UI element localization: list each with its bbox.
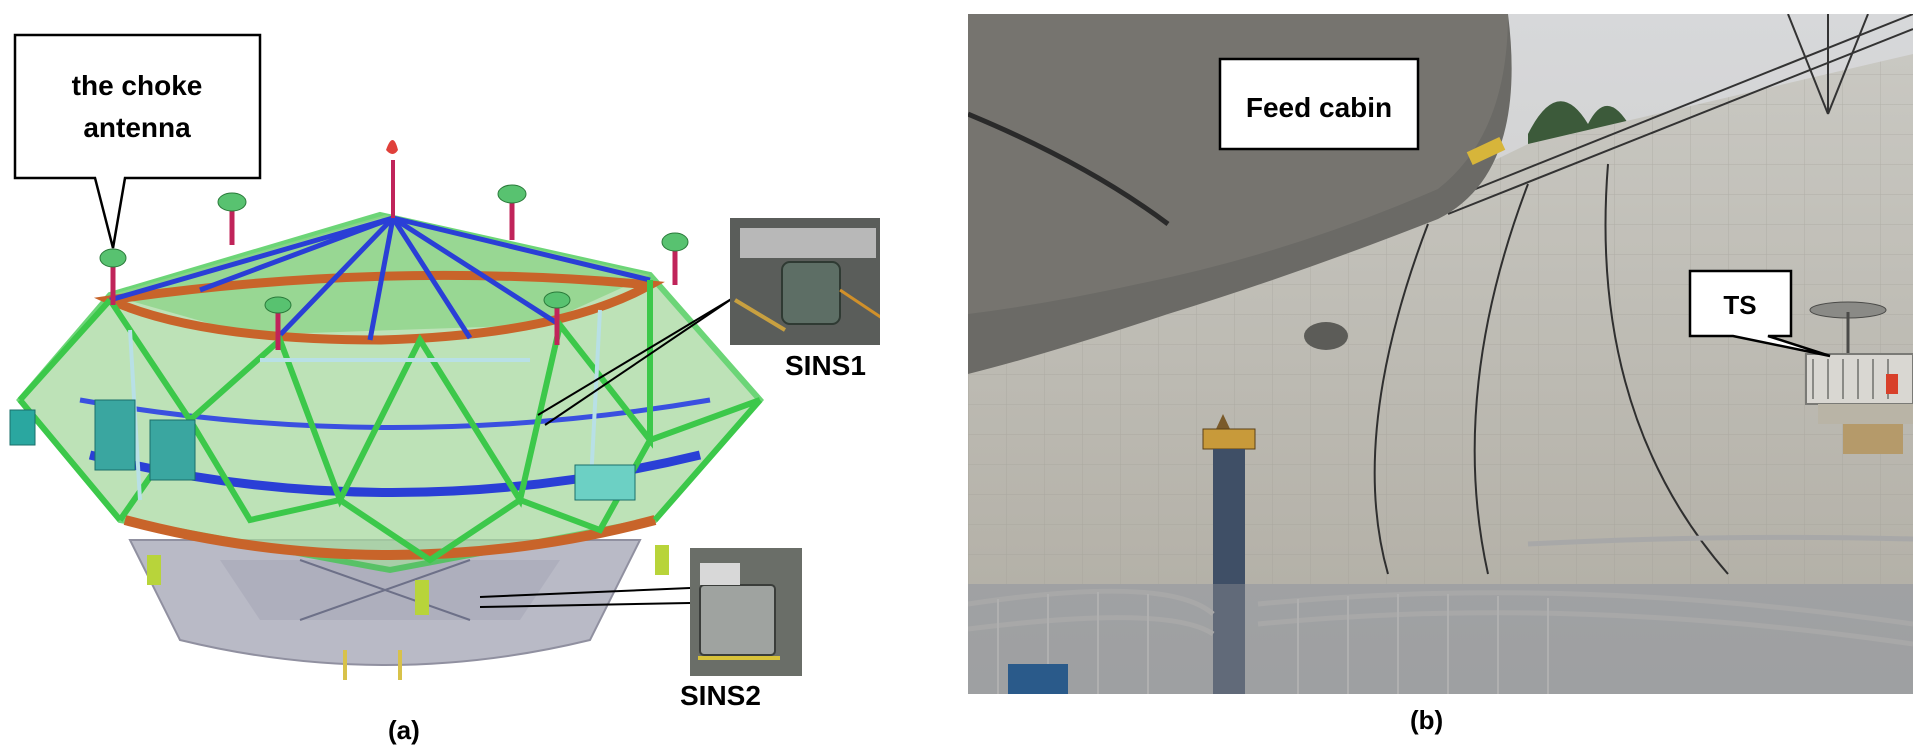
leader-line-sins2: [479, 587, 691, 598]
callout-ts-text: TS: [1723, 290, 1756, 320]
callout-feed-cabin-text: Feed cabin: [1246, 92, 1392, 123]
foreground-railings: [968, 534, 1913, 647]
leader-line-sins2: [479, 602, 691, 608]
leader-line-sins1: [544, 297, 734, 426]
side-box: [9, 409, 36, 446]
total-station-platform: [1805, 301, 1913, 454]
cad-model-drawing: the choke antenna: [9, 33, 880, 680]
hull-inner-frame: [220, 560, 560, 620]
cable-fitting: [1466, 137, 1506, 165]
hull-strut: [299, 559, 471, 621]
equipment-box: [574, 464, 636, 501]
feed-cabin-nozzle: [1304, 322, 1348, 350]
lower-posts: [147, 545, 669, 615]
site-photo: Feed cabin TS: [968, 14, 1913, 694]
callout-feed-cabin: Feed cabin: [1218, 57, 1420, 151]
deck-ring-upper: [79, 397, 711, 430]
equipment-box: [149, 419, 196, 481]
caption-a: (a): [388, 715, 420, 745]
blue-object: [1008, 664, 1068, 694]
callout-choke-antenna: the choke antenna: [13, 33, 262, 249]
dish-cables: [1373, 163, 1729, 575]
callout-choke-line2: antenna: [83, 112, 191, 143]
sins2-photo: [690, 548, 802, 676]
dome-spokes: [109, 215, 651, 341]
walkway-area: [968, 584, 1913, 694]
dish-panel-grid: [968, 54, 1913, 584]
sins2-label: SINS2: [680, 680, 761, 711]
panel-b-site-photo: Feed cabin TS: [968, 14, 1913, 694]
feed-cabin-seam: [968, 111, 1170, 227]
callout-ts: TS: [1688, 269, 1831, 358]
sins1-photo: [730, 218, 880, 345]
panel-a-cad-model: the choke antenna: [0, 0, 880, 752]
caption-b: (b): [1410, 705, 1444, 735]
railing-balusters: [997, 592, 1549, 694]
lower-ring: [123, 515, 657, 560]
leader-line-sins1: [537, 297, 734, 416]
tower-cables: [1437, 14, 1913, 215]
equipment-box: [94, 399, 136, 471]
callout-choke-line1: the choke: [72, 70, 203, 101]
upper-ring: [93, 270, 665, 345]
sins1-label: SINS1: [785, 350, 866, 381]
antenna-masts: [99, 140, 689, 350]
